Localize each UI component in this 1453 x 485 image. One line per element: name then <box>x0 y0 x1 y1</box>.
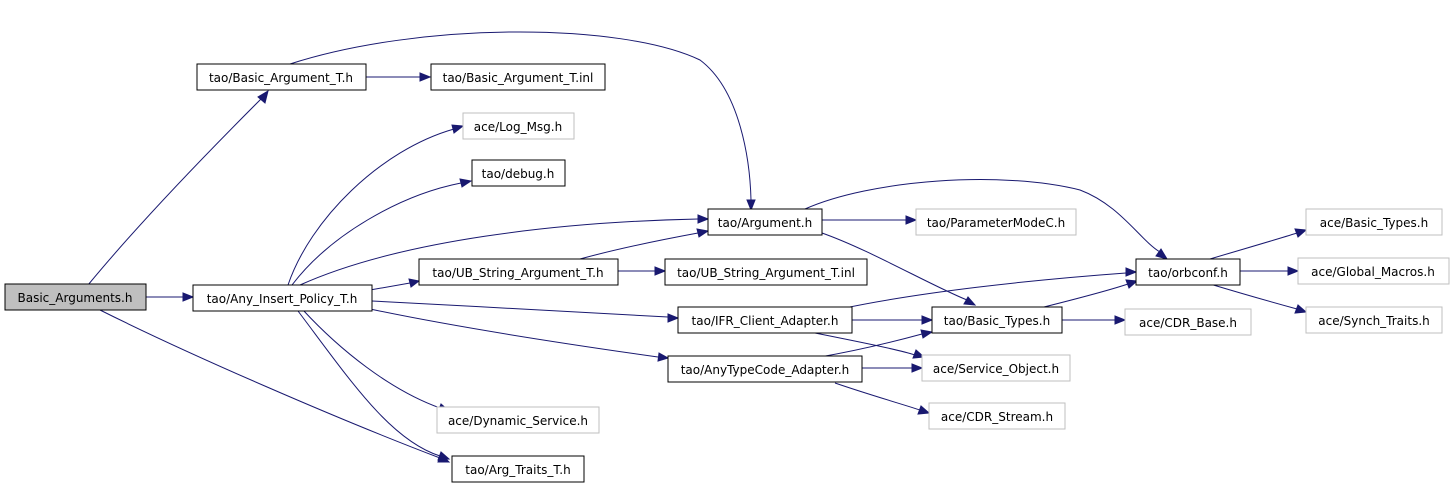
node-basic-arguments[interactable]: Basic_Arguments.h <box>4 283 147 311</box>
node-arg-traits[interactable]: tao/Arg_Traits_T.h <box>451 455 585 483</box>
node-label: tao/UB_String_Argument_T.h <box>432 266 603 280</box>
node-label: ace/Synch_Traits.h <box>1318 314 1429 328</box>
node-label: tao/debug.h <box>482 167 555 181</box>
edge-any-insert-policy-to-ifr <box>371 300 669 318</box>
node-label: tao/Arg_Traits_T.h <box>465 463 570 477</box>
node-label: tao/AnyTypeCode_Adapter.h <box>681 363 850 377</box>
edge-arrowhead <box>257 89 269 104</box>
edge-arrowhead <box>657 352 670 362</box>
node-label: tao/Basic_Argument_T.inl <box>443 71 594 85</box>
edge-arrowhead <box>921 315 934 325</box>
edge-any-insert-policy-to-argument <box>299 218 699 286</box>
node-label: tao/orbconf.h <box>1148 266 1228 280</box>
node-label: tao/UB_String_Argument_T.inl <box>677 266 855 280</box>
edge-basic-arguments-to-basic-argument-t <box>87 97 263 286</box>
edge-orbconf-to-synch-traits <box>1209 283 1298 310</box>
node-label: ace/Log_Msg.h <box>474 120 562 134</box>
node-label: ace/Service_Object.h <box>933 362 1059 376</box>
node-orbconf[interactable]: tao/orbconf.h <box>1135 258 1241 286</box>
edge-anytypecode-to-cdr-stream <box>834 382 921 411</box>
node-basic-argument-t[interactable]: tao/Basic_Argument_T.h <box>196 63 367 91</box>
nodes: Basic_Arguments.h tao/Basic_Argument_T.h… <box>4 63 1450 483</box>
edge-any-insert-policy-to-arg-traits <box>297 310 441 457</box>
edge-any-insert-policy-to-log-msg <box>287 128 455 286</box>
node-global-macros[interactable]: ace/Global_Macros.h <box>1297 257 1450 285</box>
node-label: tao/Argument.h <box>718 216 812 230</box>
edge-arrowhead <box>437 451 451 461</box>
node-ub-string-argument[interactable]: tao/UB_String_Argument_T.h <box>418 258 619 286</box>
edge-arrowhead <box>746 199 756 212</box>
edge-basic-argument-t-to-argument <box>289 31 752 201</box>
edge-any-insert-policy-to-ub-string <box>369 282 411 291</box>
node-dynamic-service[interactable]: ace/Dynamic_Service.h <box>436 406 600 434</box>
node-label: ace/Global_Macros.h <box>1311 265 1435 279</box>
edge-arrowhead <box>408 278 421 288</box>
node-cdr-stream[interactable]: ace/CDR_Stream.h <box>928 402 1066 430</box>
edge-any-insert-policy-to-anytypecode <box>369 308 659 358</box>
edge-arrowhead <box>419 72 432 82</box>
node-label: tao/ParameterModeC.h <box>927 216 1065 230</box>
edge-arrowhead <box>459 178 473 188</box>
edge-arrowhead <box>451 124 465 134</box>
node-ace-basic-types[interactable]: ace/Basic_Types.h <box>1305 208 1443 236</box>
edge-arrowhead <box>1294 228 1308 238</box>
node-parameter-mode[interactable]: tao/ParameterModeC.h <box>915 208 1077 236</box>
node-debug[interactable]: tao/debug.h <box>471 159 566 187</box>
node-synch-traits[interactable]: ace/Synch_Traits.h <box>1305 306 1443 334</box>
node-label: tao/IFR_Client_Adapter.h <box>692 314 839 328</box>
edge-any-insert-policy-to-debug <box>291 182 462 286</box>
node-service-object[interactable]: ace/Service_Object.h <box>921 354 1071 382</box>
node-label: tao/Basic_Argument_T.h <box>209 71 353 85</box>
edge-arrowhead <box>912 349 926 359</box>
node-log-msg[interactable]: ace/Log_Msg.h <box>462 112 575 140</box>
node-basic-argument-t-inl[interactable]: tao/Basic_Argument_T.inl <box>430 63 606 91</box>
node-anytypecode-adapter[interactable]: tao/AnyTypeCode_Adapter.h <box>667 355 863 383</box>
edge-arrowhead <box>697 214 710 224</box>
node-cdr-base[interactable]: ace/CDR_Base.h <box>1124 308 1252 336</box>
node-ub-string-argument-inl[interactable]: tao/UB_String_Argument_T.inl <box>664 258 868 286</box>
edge-tao-basic-types-to-orbconf <box>1039 283 1129 309</box>
edge-arrowhead <box>1294 304 1308 314</box>
edge-ub-string-to-argument <box>579 232 699 260</box>
node-argument[interactable]: tao/Argument.h <box>707 208 823 236</box>
edge-basic-arguments-to-arg-traits <box>99 309 441 459</box>
node-any-insert-policy[interactable]: tao/Any_Insert_Policy_T.h <box>192 284 373 312</box>
edge-argument-to-orbconf <box>804 179 1161 253</box>
node-label: tao/Basic_Types.h <box>944 314 1050 328</box>
edge-arrowhead <box>917 405 931 415</box>
edge-arrowhead <box>963 296 977 306</box>
node-tao-basic-types[interactable]: tao/Basic_Types.h <box>931 306 1063 334</box>
edge-arrowhead <box>920 329 934 339</box>
node-label: ace/CDR_Stream.h <box>941 410 1053 424</box>
edge-orbconf-to-ace-basic-types <box>1209 232 1298 260</box>
edge-arrowhead <box>1155 248 1169 260</box>
node-label: ace/CDR_Base.h <box>1139 316 1237 330</box>
edge-anytypecode-to-tao-basic-types <box>819 333 923 358</box>
edge-argument-to-tao-basic-types <box>821 232 968 301</box>
edge-arrowhead <box>1125 267 1138 277</box>
edge-arrowhead <box>654 266 667 276</box>
edge-arrowhead <box>667 313 680 323</box>
edge-arrowhead <box>1125 279 1139 289</box>
edge-arrowhead <box>696 228 710 238</box>
node-ifr-client-adapter[interactable]: tao/IFR_Client_Adapter.h <box>677 306 853 334</box>
edge-arrowhead <box>911 363 924 373</box>
edge-arrowhead <box>1287 266 1300 276</box>
node-label: Basic_Arguments.h <box>18 291 133 305</box>
edge-arrowhead <box>1114 315 1127 325</box>
node-label: ace/Basic_Types.h <box>1320 216 1428 230</box>
edge-ifr-to-service-object <box>814 332 916 356</box>
node-label: ace/Dynamic_Service.h <box>448 414 588 428</box>
edge-arrowhead <box>905 215 918 225</box>
edge-ifr-to-orbconf <box>839 272 1127 310</box>
edge-any-insert-policy-to-dynamic-service <box>302 309 441 409</box>
edges <box>87 31 1308 463</box>
edge-arrowhead <box>182 292 195 302</box>
node-label: tao/Any_Insert_Policy_T.h <box>207 292 358 306</box>
